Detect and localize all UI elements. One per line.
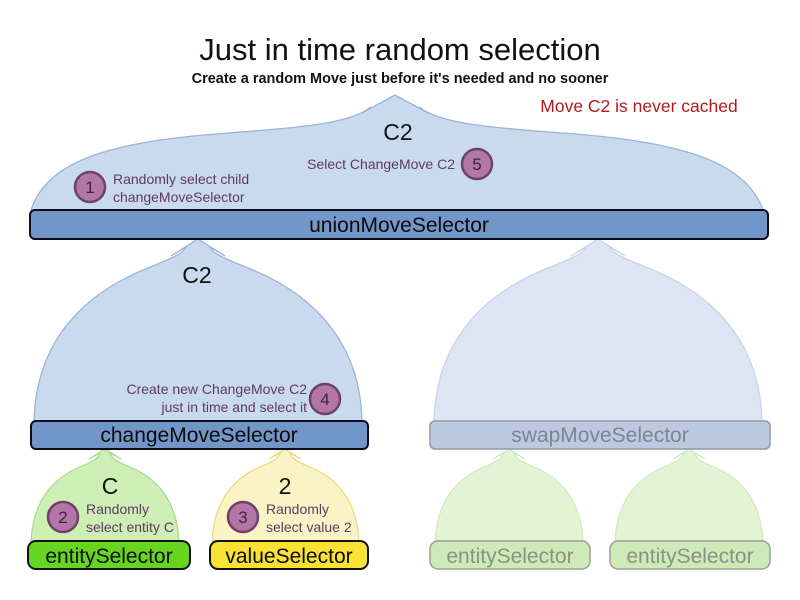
entity-faded-2-bar-label: entitySelector (626, 545, 753, 568)
step-1-number: 1 (85, 178, 94, 197)
entity-faded-1-bar (429, 540, 591, 570)
swap-move-selector: swapMoveSelector (429, 420, 771, 450)
step-3-number: 3 (238, 508, 247, 527)
union-output-label: C2 (383, 119, 412, 145)
change-move-selector: changeMoveSelector C2 (30, 262, 369, 450)
step-4-text-line1: Create new ChangeMove C2 (126, 381, 307, 397)
step-1-text-line1: Randomly select child (113, 171, 249, 187)
step-4-text-line2: just in time and select it (160, 399, 307, 415)
change-dome-shape (33, 238, 363, 422)
entity-selector: entitySelector C (27, 473, 191, 570)
value-output-label: 2 (279, 473, 292, 499)
step-2: 2 Randomly select entity C (46, 500, 174, 535)
value-bar-label: valueSelector (225, 545, 352, 568)
step-4: 4 Create new ChangeMove C2 just in time … (126, 381, 342, 416)
step-5-badge (460, 147, 494, 181)
page-subtitle: Create a random Move just before it's ne… (192, 71, 609, 87)
change-bar (30, 420, 369, 450)
entity-bar-label: entitySelector (45, 545, 172, 568)
step-5-text-line1: Select ChangeMove C2 (307, 156, 455, 172)
step-5: 5 Select ChangeMove C2 (307, 147, 494, 181)
step-3-text-line2: select value 2 (266, 519, 352, 535)
swap-bar-label: swapMoveSelector (511, 424, 688, 447)
entity-faded-2-dome-shape (614, 448, 764, 542)
value-bar (209, 540, 369, 570)
swap-bar (429, 420, 771, 450)
step-3-badge (226, 500, 260, 534)
entity-selector-faded-1: entitySelector (429, 540, 591, 570)
entity-output-label: C (102, 473, 119, 499)
value-selector: valueSelector 2 (209, 473, 369, 570)
step-1: 1 Randomly select child changeMoveSelect… (73, 170, 249, 205)
step-2-text-line2: select entity C (86, 519, 174, 535)
step-3: 3 Randomly select value 2 (226, 500, 352, 535)
union-move-selector: unionMoveSelector C2 (29, 119, 769, 240)
page-title: Just in time random selection (199, 32, 600, 67)
step-1-badge (73, 170, 107, 204)
step-2-text-line1: Randomly (86, 501, 149, 517)
step-2-badge (46, 500, 80, 534)
union-dome-shape (30, 94, 764, 211)
entity-faded-1-dome-shape (434, 448, 584, 542)
change-output-label: C2 (182, 262, 211, 288)
note-never-cached: Move C2 is never cached (540, 96, 737, 116)
entity-faded-1-bar-label: entitySelector (446, 545, 573, 568)
union-bar (29, 209, 769, 240)
step-4-badge (308, 382, 342, 416)
step-3-text-line1: Randomly (266, 501, 329, 517)
entity-faded-2-bar (609, 540, 771, 570)
entity-selector-faded-2: entitySelector (609, 540, 771, 570)
union-bar-label: unionMoveSelector (309, 214, 489, 237)
change-bar-label: changeMoveSelector (100, 424, 297, 447)
entity-bar (27, 540, 191, 570)
step-2-number: 2 (58, 508, 67, 527)
step-4-number: 4 (320, 390, 329, 409)
step-5-number: 5 (472, 155, 481, 174)
swap-dome-shape (433, 238, 763, 422)
step-1-text-line2: changeMoveSelector (113, 189, 245, 205)
